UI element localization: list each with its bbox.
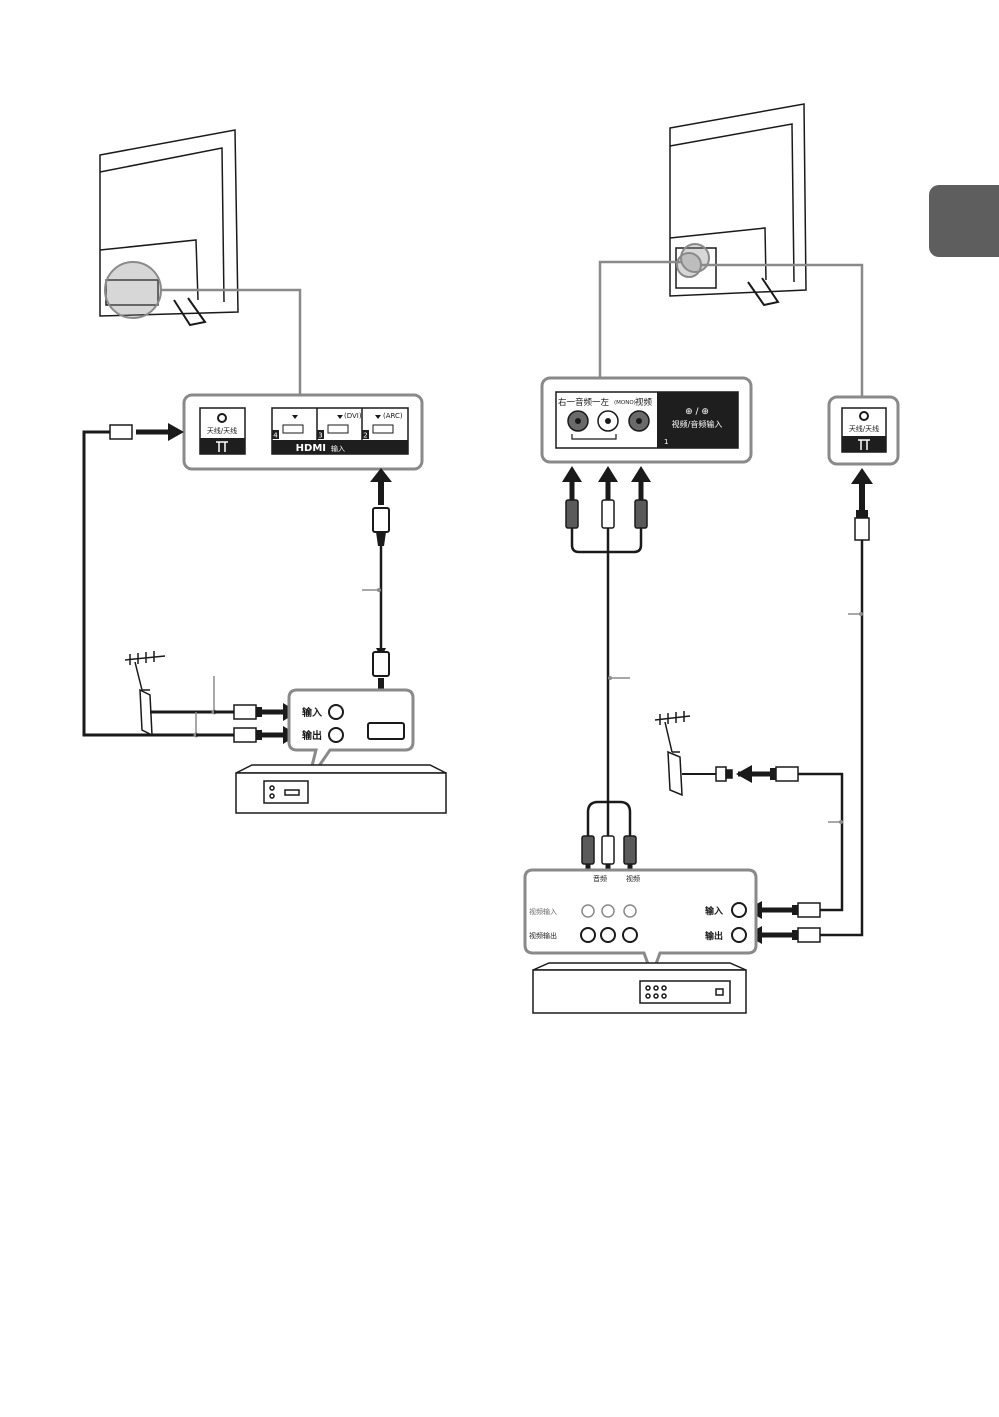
hdmi-arc-tag: (ARC) <box>383 412 403 420</box>
av-header-audio: 右一音频一左 <box>558 397 610 408</box>
av-cable-top <box>562 466 651 800</box>
av-input-group: 右一音频一左 (MONO) 视频 ⊕ / ⊕ 视频/音频输入 1 <box>556 392 738 448</box>
device-out-label: 输出 <box>302 729 322 742</box>
rf-antenna-port-right: 天线/天线 <box>842 408 886 452</box>
rf-antenna-port: 天线/天线 <box>200 408 245 454</box>
device-box-left <box>236 765 446 813</box>
device-in-label: 输入 <box>302 706 322 719</box>
av-input-icon: ⊕ / ⊕ <box>685 407 709 417</box>
av-input-label: 视频/音频输入 <box>672 419 723 429</box>
av-input-number: 1 <box>664 438 668 446</box>
hdmi-port-number-3: 3 <box>318 432 322 440</box>
rf-antenna-label: 天线/天线 <box>207 426 237 435</box>
callout-line-av <box>600 262 681 378</box>
rf-antenna-label-right: 天线/天线 <box>849 424 879 433</box>
av-header-video: 视频 <box>635 397 653 408</box>
hdmi-port-group: HDMI 输入 4 3 2 (DVI) (ARC) <box>272 408 408 454</box>
antenna-icon <box>125 651 212 735</box>
hdmi-cable <box>362 468 392 708</box>
vcr-audio-label: 音频 <box>593 874 607 883</box>
vcr-in-row-label: 视频输入 <box>529 907 557 916</box>
tv-port-magnifier <box>105 262 161 318</box>
hdmi-dvi-tag: (DVI) <box>344 412 362 420</box>
hdmi-port-number-2: 2 <box>363 432 367 440</box>
rf-cable-right <box>820 468 873 935</box>
hdmi-suffix: 输入 <box>331 444 345 453</box>
tv-rf-magnifier <box>677 253 701 277</box>
vcr-in-label: 输入 <box>705 905 723 917</box>
vcr-out-label: 输出 <box>705 930 723 942</box>
av-header-mono: (MONO) <box>614 400 636 406</box>
coax-plugs-device <box>196 703 298 744</box>
rf-cable-to-tv <box>84 423 196 735</box>
vcr-out-row-label: 视频输出 <box>529 931 557 940</box>
antenna-icon-right <box>655 711 732 795</box>
vcr-video-label: 视频 <box>626 874 640 883</box>
hdmi-port-number-4: 4 <box>273 432 278 440</box>
vcr-port-panel: 音频 视频 视频输入 视频输出 输入 输出 <box>525 870 756 975</box>
vcr-box <box>533 963 746 1013</box>
hdmi-logo: HDMI <box>296 443 326 454</box>
